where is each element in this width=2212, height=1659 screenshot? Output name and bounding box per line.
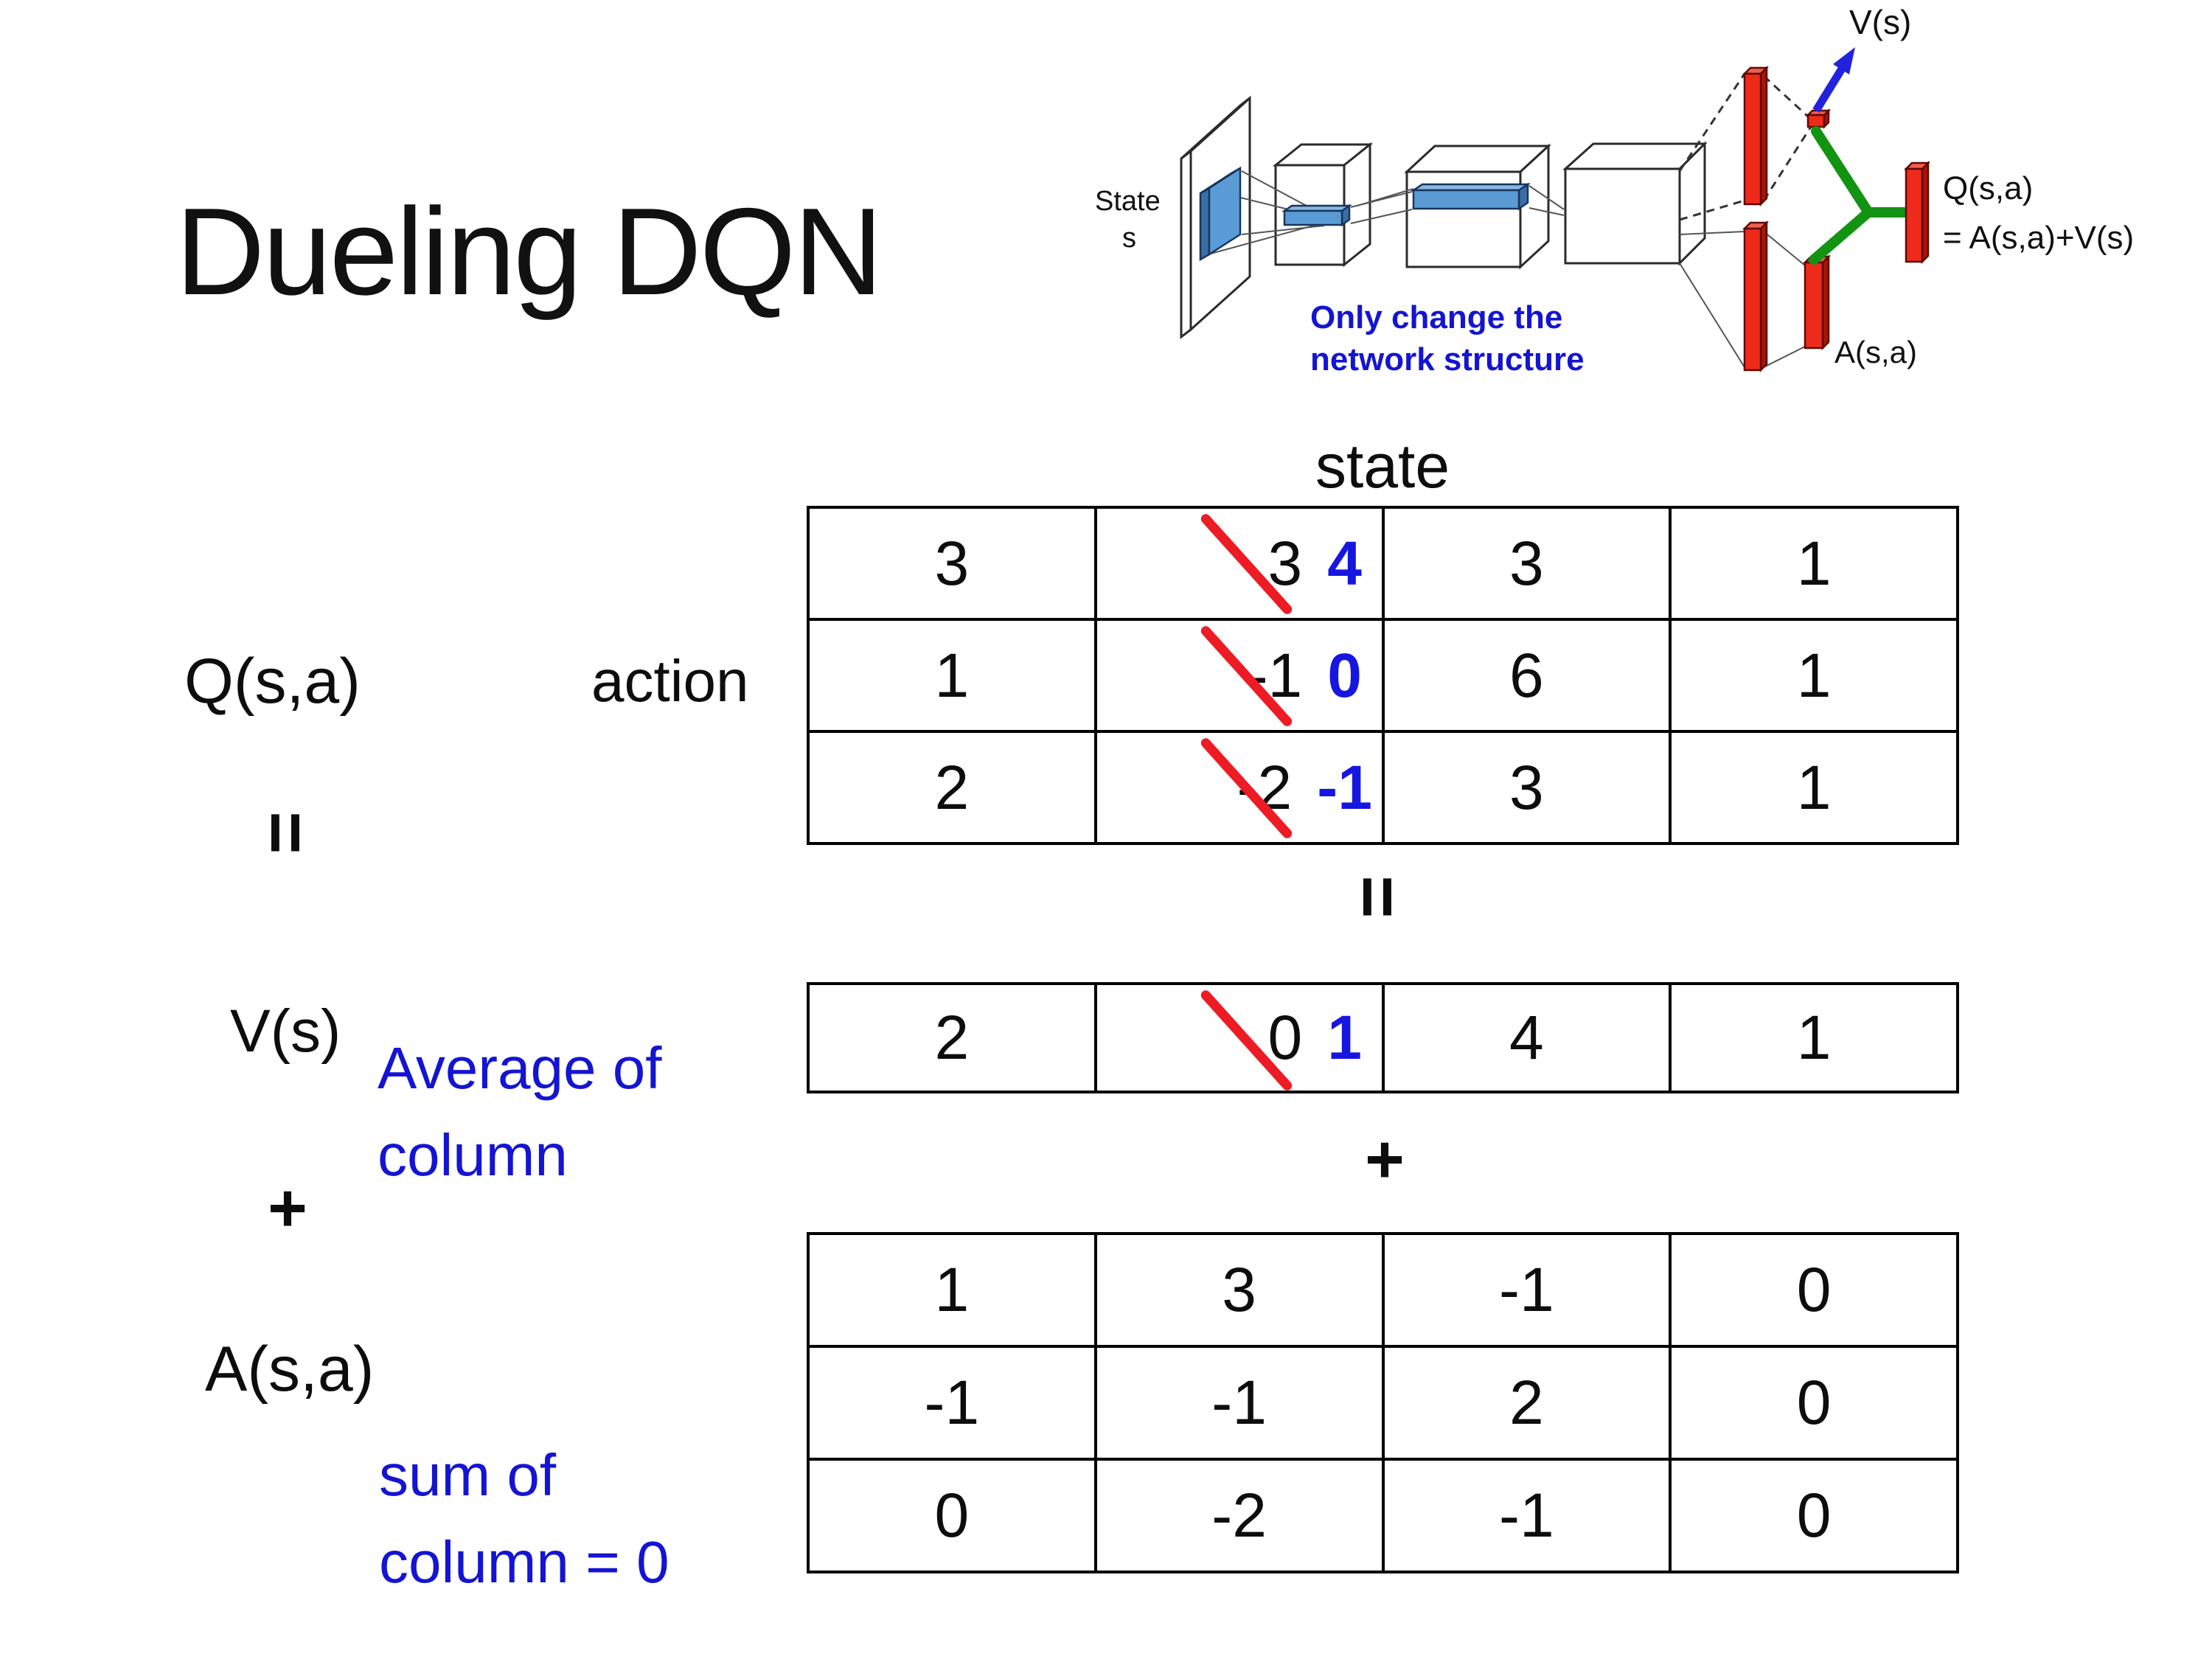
diagram-q-label-line1: Q(s,a) xyxy=(1943,170,2033,206)
dueling-network-diagram: State s V(s) A(s,a) Q(s,a) = A(s,a)+V(s)… xyxy=(1069,0,2212,413)
table-cell: 2 xyxy=(807,730,1097,845)
table-cell: 1 xyxy=(1669,982,1959,1093)
equals-sign-left: = xyxy=(244,811,327,855)
table-cell: 1 xyxy=(1669,506,1959,621)
new-value: -1 xyxy=(1317,752,1372,822)
conv-box-1 xyxy=(1272,142,1374,268)
table-cell: -1 xyxy=(807,1345,1097,1461)
table-cell: 0 xyxy=(1669,1345,1959,1461)
conv-box-3 xyxy=(1562,141,1708,266)
table-cell-struck: -1 0 xyxy=(1093,618,1385,733)
table-cell: 1 xyxy=(807,1232,1097,1348)
input-plane xyxy=(1180,95,1251,340)
new-value: 1 xyxy=(1327,1003,1362,1072)
sum-annotation: sum of column = 0 xyxy=(379,1432,669,1606)
feature-cuboid-small xyxy=(1281,204,1352,227)
old-value: 0 xyxy=(1267,1003,1303,1072)
table-cell: -1 xyxy=(1093,1345,1385,1461)
diagram-asa-label: A(s,a) xyxy=(1834,335,1917,369)
stream-fan-lines xyxy=(1678,73,1812,368)
table-cell: 6 xyxy=(1381,618,1672,733)
new-value: 0 xyxy=(1327,640,1362,710)
diagram-vs-label: V(s) xyxy=(1849,3,1911,41)
table-row: 0 -2 -1 0 xyxy=(807,1458,1959,1573)
table-cell: -2 xyxy=(1093,1458,1385,1573)
diagram-note-line1: Only change the xyxy=(1310,299,1562,335)
a-matrix-label: A(s,a) xyxy=(205,1334,375,1405)
sum-annotation-line1: sum of xyxy=(379,1442,557,1508)
network-diagram-svg: State s V(s) A(s,a) Q(s,a) = A(s,a)+V(s)… xyxy=(1095,3,2134,378)
q-output-bar xyxy=(1903,160,1931,265)
diagram-note-line2: network structure xyxy=(1310,341,1585,378)
table-cell: 0 xyxy=(807,1458,1097,1573)
sum-annotation-line2: column = 0 xyxy=(379,1529,669,1595)
state-axis-label: state xyxy=(1315,431,1450,501)
new-value: 4 xyxy=(1327,528,1362,598)
table-row: 2 -2 -1 3 1 xyxy=(807,730,1959,845)
table-row: 1 -1 0 6 1 xyxy=(807,618,1959,733)
table-cell: 3 xyxy=(1381,730,1672,845)
table-cell: 0 xyxy=(1669,1458,1959,1573)
average-annotation-line2: column xyxy=(378,1122,568,1188)
action-axis-label: action xyxy=(591,648,749,714)
table-cell: 3 xyxy=(1381,506,1672,621)
table-cell: -1 xyxy=(1381,1232,1672,1348)
table-cell: 1 xyxy=(1669,730,1959,845)
table-cell: 3 xyxy=(807,506,1097,621)
diagram-state-label: State xyxy=(1095,186,1161,217)
old-value: -2 xyxy=(1237,752,1293,822)
q-matrix-label: Q(s,a) xyxy=(184,646,361,717)
table-cell: 2 xyxy=(1381,1345,1672,1461)
fc-bar-top xyxy=(1742,65,1770,207)
average-annotation-line1: Average of xyxy=(378,1035,662,1101)
feature-cuboid-long xyxy=(1410,182,1531,211)
value-node xyxy=(1805,108,1832,130)
plus-sign-center: + xyxy=(1365,1121,1405,1197)
advantage-bar xyxy=(1802,254,1832,351)
table-row: -1 -1 2 0 xyxy=(807,1345,1959,1461)
table-cell: 1 xyxy=(807,618,1097,733)
v-matrix-label: V(s) xyxy=(230,998,341,1065)
fc-bar-bottom xyxy=(1742,220,1770,373)
advantage-table: 1 3 -1 0 -1 -1 2 0 0 -2 -1 0 xyxy=(807,1232,1959,1573)
average-annotation: Average of column xyxy=(378,1025,661,1199)
table-cell-struck: -2 -1 xyxy=(1093,730,1385,845)
slide-title: Dueling DQN xyxy=(175,182,883,321)
diagram-q-label-line2: = A(s,a)+V(s) xyxy=(1943,220,2134,256)
table-cell: 1 xyxy=(1669,618,1959,733)
table-cell: 0 xyxy=(1669,1232,1959,1348)
feature-map-blue-patch xyxy=(1199,166,1242,262)
aggregator-y-connector xyxy=(1809,126,1910,265)
table-cell: 2 xyxy=(807,982,1097,1093)
old-value: 3 xyxy=(1267,528,1303,598)
equals-sign-center: = xyxy=(1336,875,1419,919)
diagram-state-s-label: s xyxy=(1122,223,1136,254)
old-value: -1 xyxy=(1247,640,1303,710)
value-output-arrow xyxy=(1812,47,1855,113)
table-cell: 3 xyxy=(1093,1232,1385,1348)
table-cell: -1 xyxy=(1381,1458,1672,1573)
plus-sign-left: + xyxy=(268,1170,307,1246)
table-row: 1 3 -1 0 xyxy=(807,1232,1959,1348)
table-cell: 4 xyxy=(1381,982,1672,1093)
